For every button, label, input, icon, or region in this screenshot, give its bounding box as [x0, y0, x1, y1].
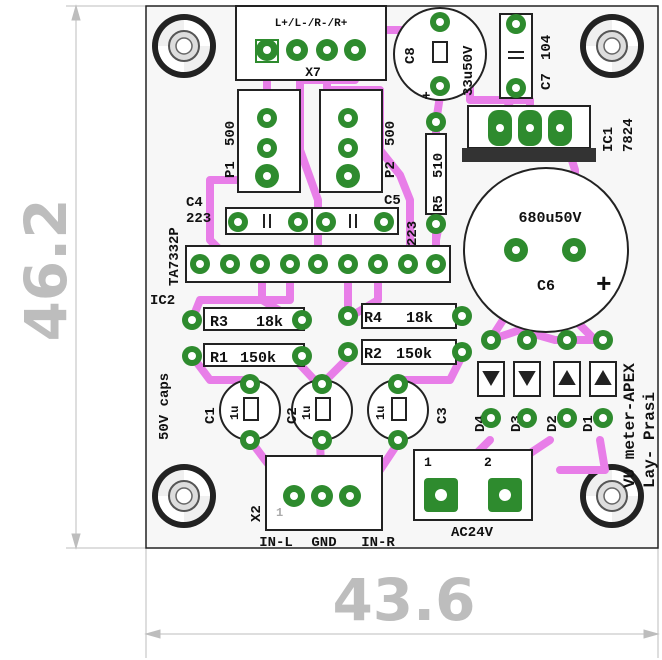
svg-text:C5: C5 [384, 193, 401, 209]
mounting-hole-br [580, 464, 644, 528]
pad-holes [188, 18, 607, 501]
svg-text:33u50V: 33u50V [461, 45, 477, 96]
dimension-lines [66, 4, 660, 658]
svg-text:C6: C6 [537, 278, 555, 295]
svg-text:150k: 150k [396, 346, 432, 363]
mounting-hole-tr [580, 14, 644, 78]
svg-text:223: 223 [186, 211, 211, 227]
d2-ref: D2 [545, 415, 561, 432]
svg-text:IN-R: IN-R [361, 535, 395, 551]
mounting-holes [152, 14, 644, 528]
svg-text:R3: R3 [210, 314, 228, 331]
c1-capacitor: C1 1u [203, 379, 281, 441]
svg-text:C1: C1 [203, 407, 219, 424]
r5-resistor: R5 510 [425, 133, 447, 215]
svg-text:C7: C7 [539, 73, 555, 90]
svg-text:IC2: IC2 [150, 293, 175, 309]
svg-text:510: 510 [431, 153, 447, 178]
svg-text:AC24V: AC24V [451, 525, 494, 541]
r4-resistor: R4 18k [361, 303, 457, 329]
height-dimension-label: 46.2 [12, 198, 80, 341]
diode-bridge [477, 361, 617, 397]
svg-text:2: 2 [484, 455, 492, 470]
pads [182, 12, 613, 512]
svg-text:1u: 1u [374, 406, 388, 420]
svg-text:TA7332P: TA7332P [167, 227, 183, 286]
svg-text:C3: C3 [435, 407, 451, 424]
mounting-hole-bl [152, 464, 216, 528]
svg-text:GND: GND [311, 535, 336, 551]
author-note: Lay- Prasi [641, 392, 659, 488]
c7-capacitor: C7 104 [499, 13, 555, 99]
x7-ref: X7 [305, 65, 321, 80]
svg-text:R4: R4 [364, 310, 382, 327]
svg-text:P1: P1 [223, 161, 239, 178]
svg-text:R2: R2 [364, 346, 382, 363]
svg-text:1u: 1u [228, 406, 242, 420]
svg-text:IC1: IC1 [601, 127, 617, 152]
r2-resistor: R2 150k [361, 339, 457, 365]
svg-text:+: + [422, 89, 430, 105]
svg-text:P2: P2 [383, 161, 399, 178]
svg-text:7824: 7824 [621, 118, 637, 152]
svg-text:C4: C4 [186, 195, 203, 211]
svg-text:1: 1 [424, 455, 432, 470]
svg-text:104: 104 [539, 35, 555, 60]
svg-text:C2: C2 [285, 407, 301, 424]
width-dimension-label: 43.6 [332, 566, 475, 634]
svg-text:R5: R5 [431, 195, 447, 212]
svg-text:18k: 18k [406, 310, 433, 327]
svg-text:IN-L: IN-L [259, 535, 293, 551]
svg-text:+: + [596, 270, 612, 300]
r1-resistor: R1 150k [203, 343, 305, 367]
svg-text:680u50V: 680u50V [518, 210, 581, 227]
mounting-hole-tl [152, 14, 216, 78]
title-note: VU meter-APEX [621, 363, 639, 488]
r3-resistor: R3 18k [203, 307, 305, 331]
c6-capacitor: 680u50V C6 + [463, 167, 629, 333]
svg-text:500: 500 [223, 121, 239, 146]
d1-ref: D1 [581, 415, 597, 432]
c8-capacitor: C8 33u50V + [393, 7, 487, 105]
svg-text:C8: C8 [403, 47, 419, 64]
p2-trimmer: P2 500 [319, 89, 399, 193]
svg-text:1: 1 [276, 506, 283, 520]
svg-text:R1: R1 [210, 350, 228, 367]
svg-text:1u: 1u [300, 406, 314, 420]
svg-text:500: 500 [383, 121, 399, 146]
caps-note: 50V caps [157, 373, 173, 440]
svg-text:223: 223 [405, 221, 421, 246]
x7-connector: L+/L-/R-/R+ X7 [235, 5, 387, 81]
x7-pin-labels: L+/L-/R-/R+ [275, 18, 348, 30]
svg-text:18k: 18k [256, 314, 283, 331]
svg-text:150k: 150k [240, 350, 276, 367]
svg-text:X2: X2 [249, 505, 265, 522]
